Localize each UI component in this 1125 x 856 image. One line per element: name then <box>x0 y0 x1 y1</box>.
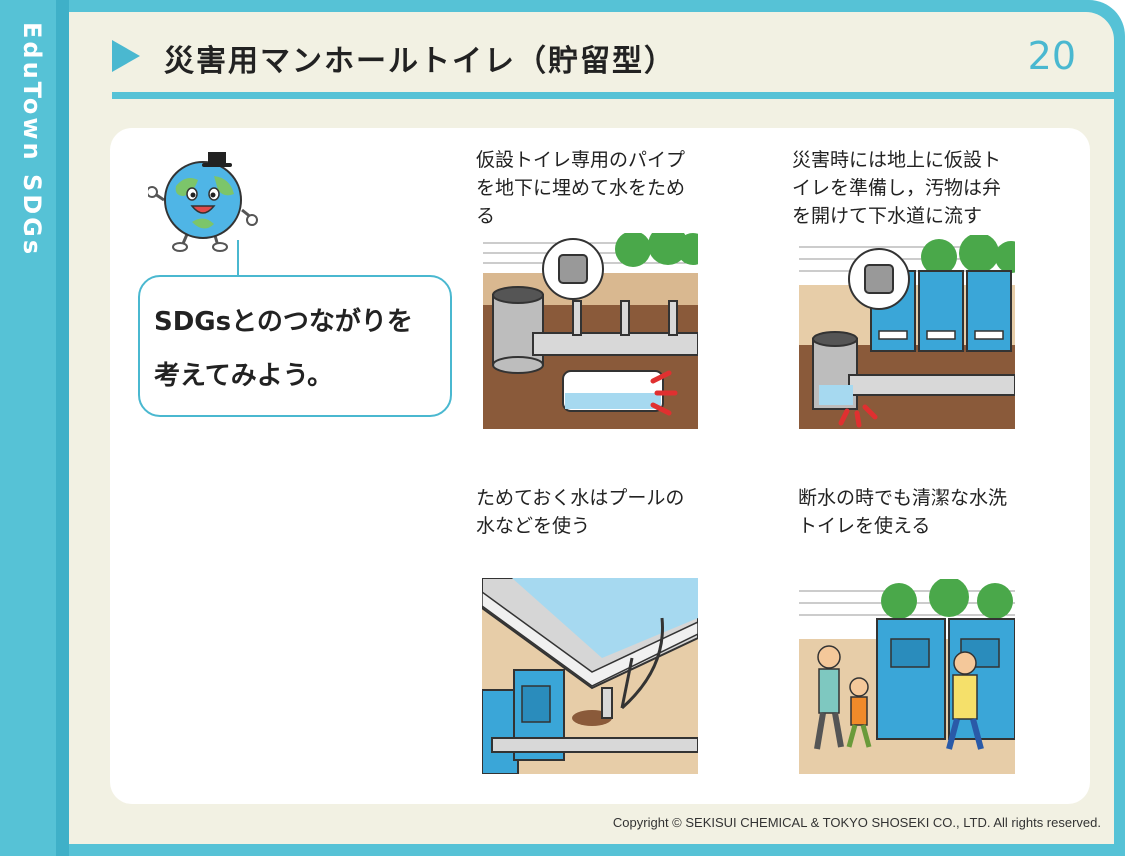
sidebar: EduTown SDGs <box>0 0 56 856</box>
page-number: 20 <box>1027 34 1076 78</box>
panel-3-illustration <box>482 578 698 774</box>
speech-line-1: SDGsとのつながりを <box>154 307 413 337</box>
speech-text: SDGsとのつながりを 考えてみよう。 <box>154 295 413 403</box>
earth-mascot-icon <box>148 152 258 252</box>
sidebar-strip <box>56 0 69 856</box>
panel-4-illustration <box>799 579 1015 774</box>
panel-2-illustration <box>799 235 1015 429</box>
panel-3-caption: ためておく水はプールの 水などを使う <box>476 487 685 537</box>
page-header: 災害用マンホールトイレ（貯留型） 20 <box>112 30 1082 86</box>
copyright-notice: Copyright © SEKISUI CHEMICAL & TOKYO SHO… <box>612 815 1101 830</box>
panel-1-caption: 仮設トイレ専用のパイプ を地下に埋めて水をため る <box>476 149 686 227</box>
speech-line-2: 考えてみよう。 <box>154 361 334 391</box>
speech-bubble: SDGsとのつながりを 考えてみよう。 <box>138 275 452 417</box>
title-underline <box>112 92 1114 99</box>
panel-2-caption: 災害時には地上に仮設ト イレを準備し，汚物は弁 を開けて下水道に流す <box>792 149 1002 227</box>
speech-bubble-tail <box>237 240 262 278</box>
panel-1-illustration <box>483 233 698 429</box>
page-title: 災害用マンホールトイレ（貯留型） <box>164 44 676 79</box>
play-triangle-icon <box>112 40 140 72</box>
panel-4-caption: 断水の時でも清潔な水洗 トイレを使える <box>798 487 1008 537</box>
sidebar-label: EduTown SDGs <box>18 22 46 258</box>
